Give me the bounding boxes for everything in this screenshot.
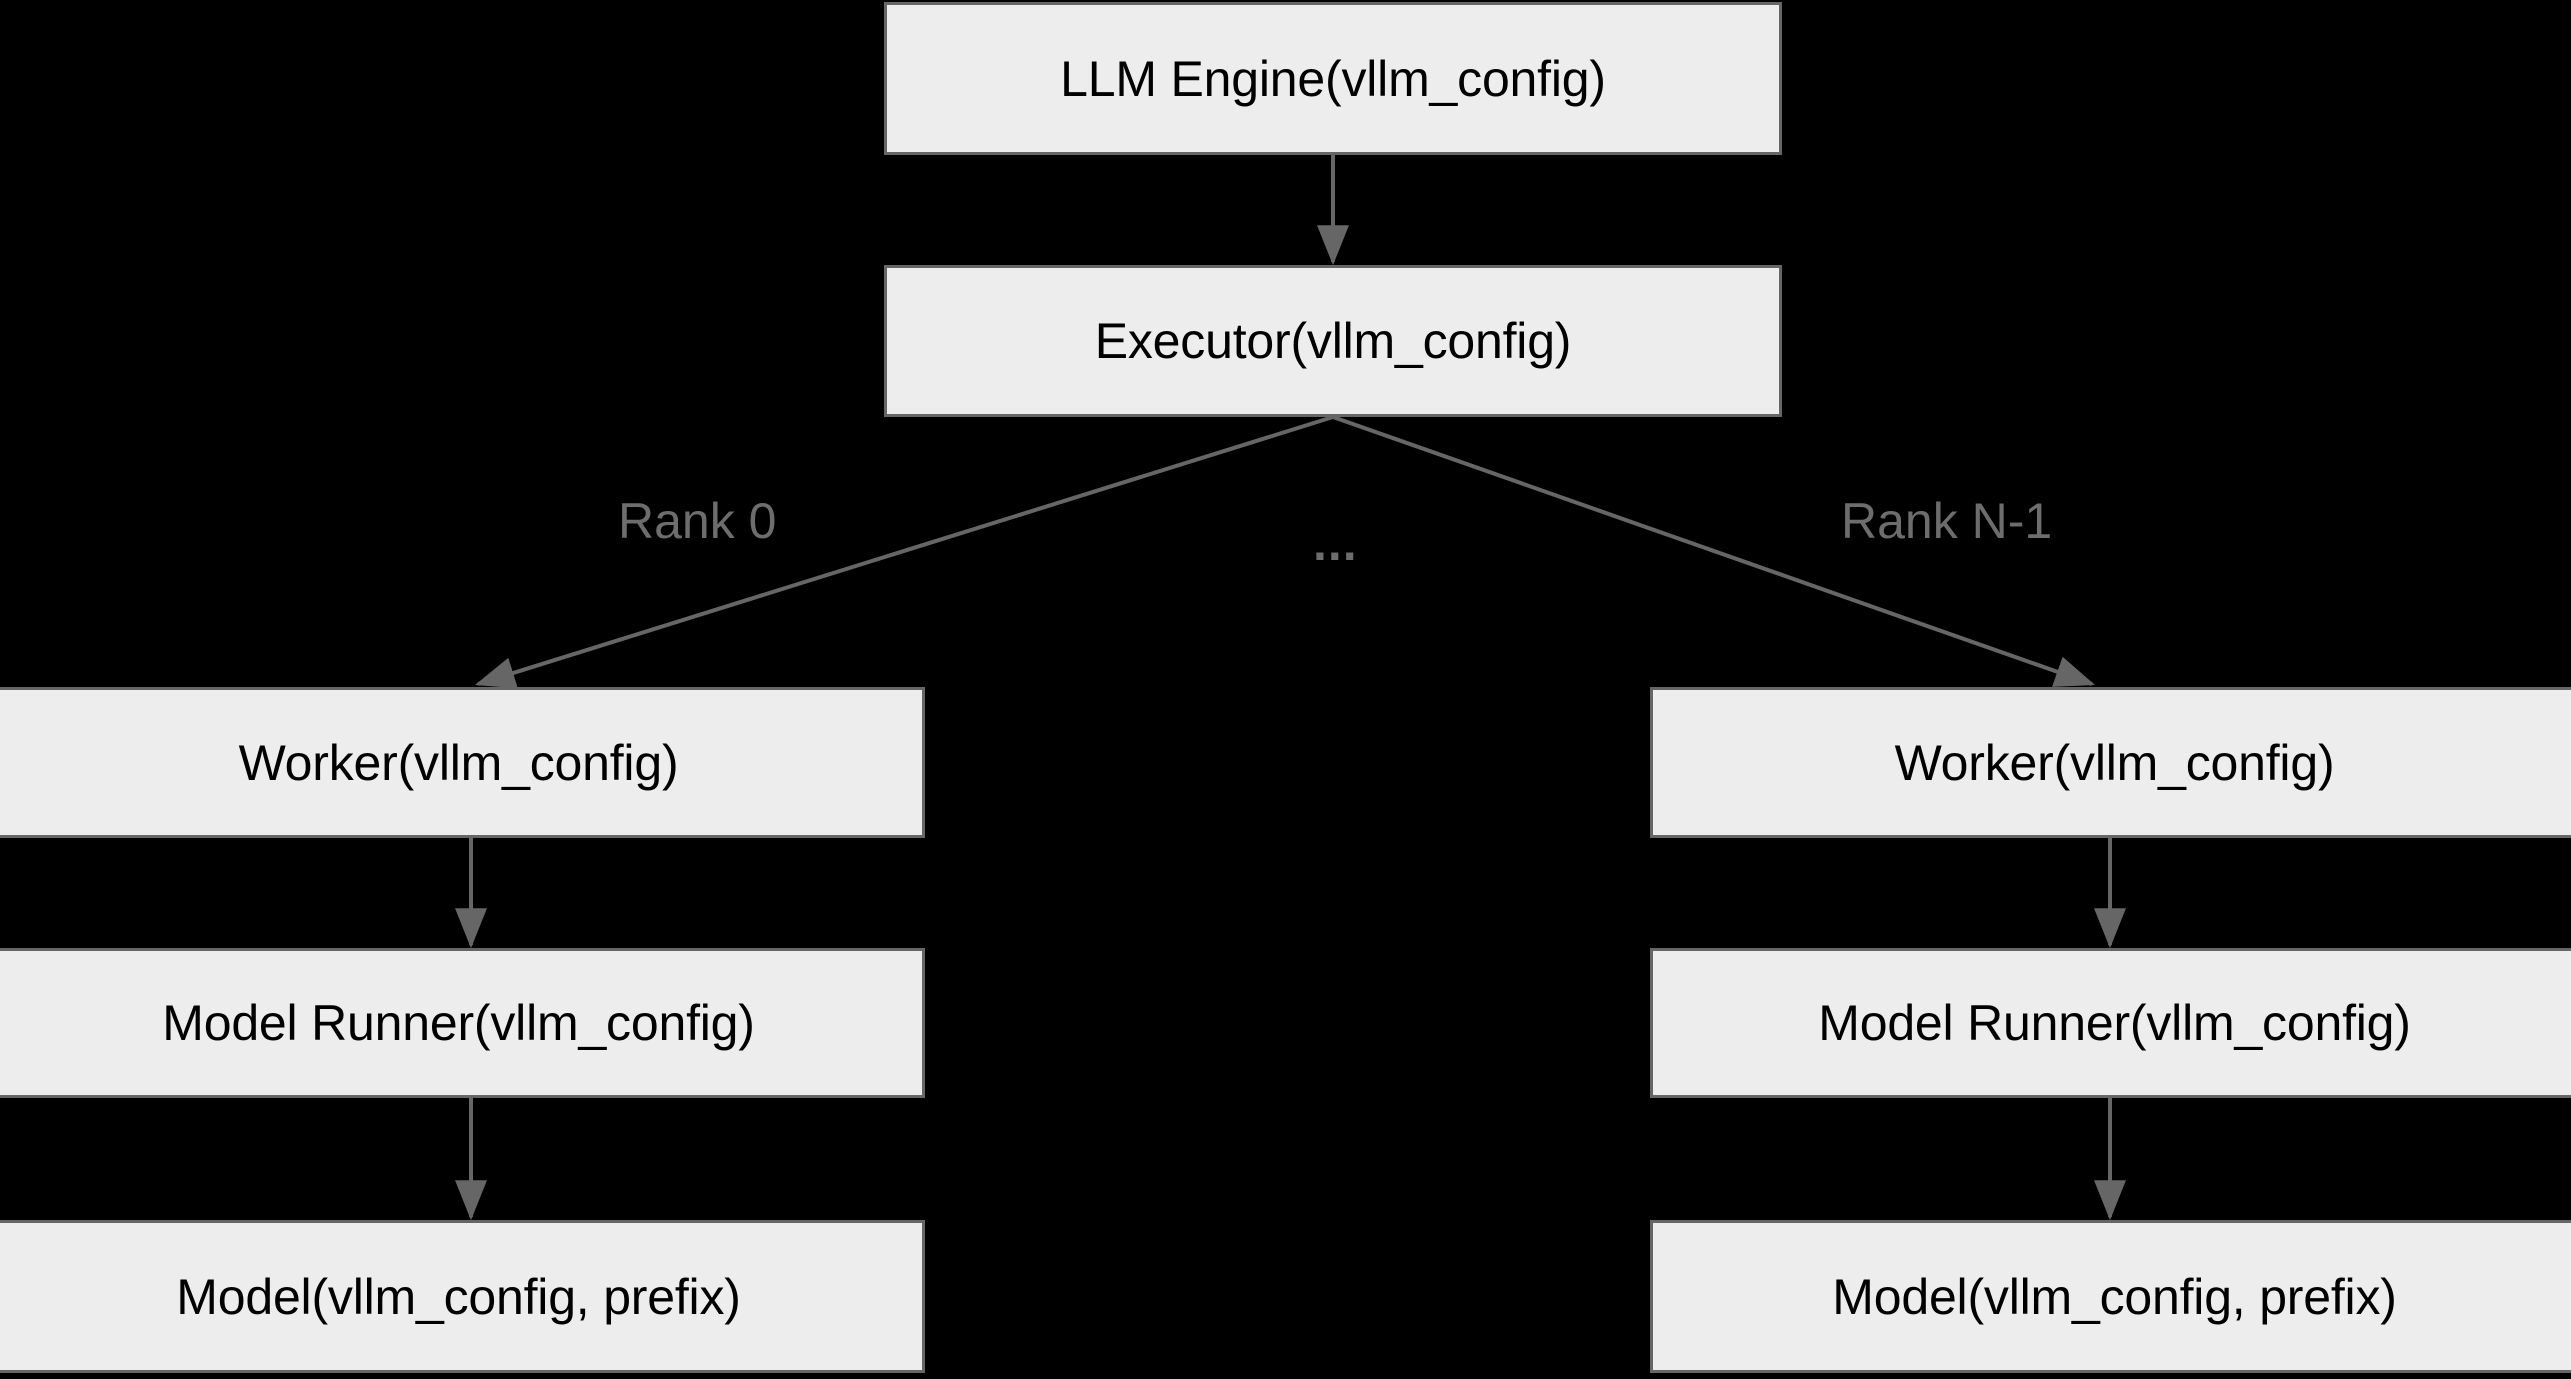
node-rankn-model[interactable]: Model(vllm_config, prefix) (1650, 1220, 2571, 1373)
node-rankn-model-runner[interactable]: Model Runner(vllm_config) (1650, 948, 2571, 1098)
node-rankn-model-label: Model(vllm_config, prefix) (1832, 1268, 2397, 1325)
node-rank0-model-runner[interactable]: Model Runner(vllm_config) (0, 948, 925, 1098)
node-rank0-model-label: Model(vllm_config, prefix) (176, 1268, 741, 1325)
node-rankn-worker-label: Worker(vllm_config) (1894, 734, 2335, 791)
node-rankn-worker[interactable]: Worker(vllm_config) (1650, 687, 2571, 838)
node-executor-label: Executor(vllm_config) (1094, 313, 1572, 369)
node-rank0-worker[interactable]: Worker(vllm_config) (0, 687, 925, 838)
edge-label-ellipsis: ... (1313, 518, 1358, 568)
edge-executor-to-rank0-worker (474, 415, 1334, 689)
edge-label-rank-n-minus-1-text: Rank N-1 (1841, 493, 2053, 549)
edge-label-ellipsis-text: ... (1313, 515, 1358, 571)
node-executor[interactable]: Executor(vllm_config) (884, 265, 1782, 417)
edge-label-rank-0: Rank 0 (618, 492, 776, 550)
node-llm-engine[interactable]: LLM Engine(vllm_config) (884, 2, 1782, 155)
node-rankn-model-runner-label: Model Runner(vllm_config) (1818, 995, 2411, 1051)
node-llm-engine-label: LLM Engine(vllm_config) (1060, 50, 1606, 107)
edge-label-rank-0-text: Rank 0 (618, 493, 777, 549)
node-rank0-model[interactable]: Model(vllm_config, prefix) (0, 1220, 925, 1373)
edge-label-rank-n-minus-1: Rank N-1 (1841, 492, 2052, 550)
edge-executor-to-rankn-worker (1332, 415, 2096, 687)
node-rank0-worker-label: Worker(vllm_config) (238, 734, 679, 791)
node-rank0-model-runner-label: Model Runner(vllm_config) (162, 995, 755, 1051)
